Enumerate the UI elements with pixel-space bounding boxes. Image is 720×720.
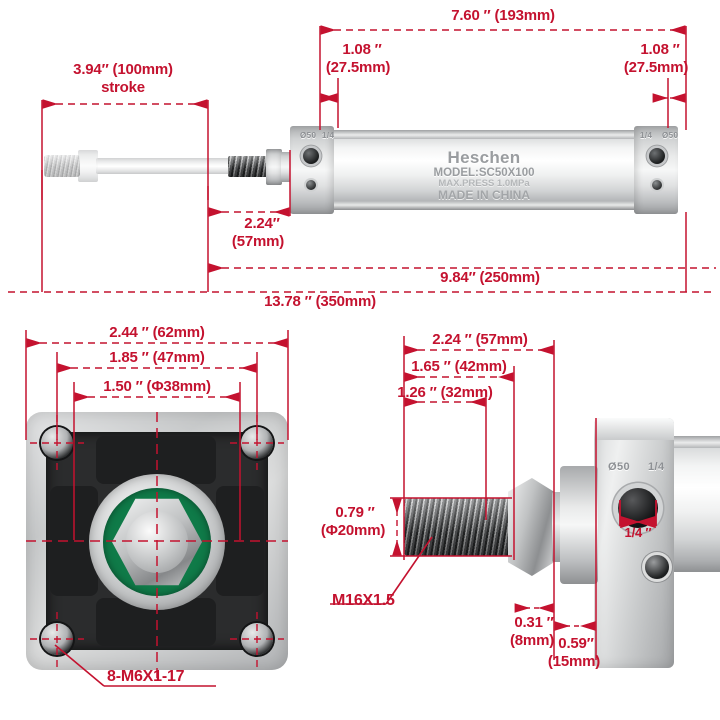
detail-rod-collar <box>560 466 598 584</box>
rod-lock-nut <box>266 149 282 185</box>
detail-small-bolt <box>645 555 669 579</box>
product-label: Heschen MODEL:SC50X100 MAX.PRESS 1.0MPa … <box>434 148 535 202</box>
detail-end-cap-chamfer <box>594 418 674 440</box>
extended-rod-ghost <box>96 158 236 174</box>
detail-stamp-bore: Ø50 <box>608 461 630 473</box>
right-small-bolt <box>652 180 662 190</box>
dim-cap-right-mm: (27.5mm) <box>623 59 689 76</box>
extended-rod-collar-ghost <box>78 150 98 182</box>
rod-thread <box>228 156 268 177</box>
right-cap-stamp-port: 1/4 <box>640 131 653 140</box>
dim-mid-depth: 1.65 ″ (42mm) <box>411 358 507 375</box>
max-pressure: MAX.PRESS 1.0MPa <box>438 178 530 189</box>
detail-barrel-stub <box>672 436 720 572</box>
dim-nut-width: 0.31 ″ <box>514 614 554 631</box>
left-end-cap <box>290 126 334 214</box>
dim-nut-width-mm: (8mm) <box>509 632 555 649</box>
dim-cap-right: 1.08 ″ <box>640 41 680 58</box>
callout-rod-thread-m16: M16X1.5 <box>332 592 395 609</box>
brand-name: Heschen <box>447 148 521 167</box>
dim-rod-end-mm: (57mm) <box>231 233 285 250</box>
barrel-top-tie-rod <box>334 130 634 139</box>
dim-rod-diameter-mm: (Φ20mm) <box>320 522 386 539</box>
model-number: MODEL:SC50X100 <box>433 167 535 179</box>
dim-stroke-note: stroke <box>101 79 145 96</box>
left-cap-stamp-port: 1/4 <box>322 131 335 140</box>
rod-washer <box>281 152 290 182</box>
left-small-bolt <box>306 180 316 190</box>
dim-thread-depth: 1.26 ″ (32mm) <box>397 384 493 401</box>
dim-cap-thickness-mm: (15mm) <box>547 653 601 670</box>
detail-rod-thread <box>404 498 514 556</box>
right-port-hole <box>649 148 665 164</box>
dim-rod-diameter: 0.79 ″ <box>335 504 375 521</box>
dim-cap-width: 2.44 ″ (62mm) <box>109 324 205 341</box>
dim-stroke: 3.94″ (100mm) <box>73 61 173 78</box>
dim-port-size: 1/4 ″ <box>624 525 652 540</box>
detail-end-cap-block <box>594 418 674 668</box>
dim-cap-left-mm: (27.5mm) <box>325 59 391 76</box>
dim-bolt-pitch: 1.85 ″ (47mm) <box>109 349 205 366</box>
right-cap-stamp-bore: Ø50 <box>662 131 679 140</box>
dim-body-length: 7.60 ″ (193mm) <box>451 7 555 24</box>
dim-total-depth: 2.24 ″ (57mm) <box>432 331 528 348</box>
dim-cap-left: 1.08 ″ <box>342 41 382 58</box>
detail-rod-hex-nut <box>508 478 554 576</box>
callout-thread-8-m6: 8-M6X1-17 <box>107 668 185 685</box>
dim-bore-circle: 1.50 ″ (Φ38mm) <box>103 378 211 395</box>
country-of-origin: MADE IN CHINA <box>437 188 530 202</box>
barrel-bottom-tie-rod <box>334 201 634 210</box>
dim-rod-end: 2.24″ <box>244 215 280 232</box>
cylinder-barrel <box>334 130 634 210</box>
left-cap-stamp-bore: Ø50 <box>300 131 317 140</box>
detail-stamp-port: 1/4 <box>648 461 665 473</box>
extended-rod-thread-ghost <box>44 155 80 177</box>
dim-cap-thickness: 0.59″ <box>558 635 594 652</box>
detail-barrel-tie-rod <box>672 436 720 448</box>
right-end-cap <box>634 126 678 214</box>
dim-retracted-length: 9.84″ (250mm) <box>440 269 540 286</box>
left-port-hole <box>303 148 319 164</box>
dim-extended-length: 13.78 ″ (350mm) <box>264 293 376 310</box>
